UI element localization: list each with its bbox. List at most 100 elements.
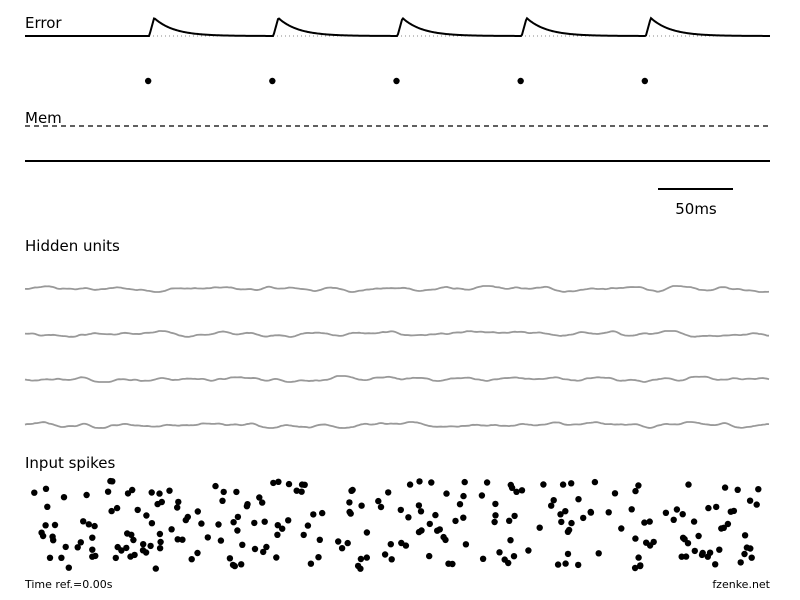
input-spike <box>397 506 404 514</box>
input-spike <box>492 500 499 508</box>
input-spike <box>402 542 410 549</box>
input-spike <box>428 479 435 486</box>
input-spike <box>554 561 562 568</box>
error-trace <box>25 16 771 37</box>
scale-bar: 50ms <box>658 188 733 218</box>
input-spike <box>89 546 96 553</box>
input-spike <box>108 507 115 515</box>
input-spike <box>304 522 312 529</box>
input-spike <box>188 556 195 563</box>
input-spike <box>156 530 164 538</box>
input-spike <box>436 526 443 533</box>
input-spike <box>635 554 642 561</box>
input-spike <box>506 517 513 524</box>
input-spike <box>44 503 51 510</box>
input-spike <box>737 559 744 566</box>
target-spike-marker <box>144 77 152 85</box>
hidden-unit-trace <box>24 421 770 429</box>
input-spike <box>127 553 134 560</box>
input-spike <box>432 511 439 519</box>
input-spike <box>385 489 392 496</box>
input-spike <box>449 560 456 568</box>
input-spike <box>226 555 234 562</box>
input-spike <box>77 539 85 546</box>
input-spike <box>685 481 692 488</box>
input-spike <box>124 490 132 497</box>
input-spike <box>148 520 156 527</box>
input-spike <box>460 492 467 500</box>
input-spike <box>748 554 755 561</box>
input-spike <box>152 565 159 572</box>
hidden-unit-trace <box>24 375 770 383</box>
input-spike <box>511 512 518 520</box>
input-spike <box>298 481 306 488</box>
input-spike <box>154 500 161 508</box>
input-spike <box>233 488 240 496</box>
input-spike <box>143 512 150 519</box>
input-spikes-label: Input spikes <box>25 454 115 472</box>
input-spike <box>124 530 131 537</box>
input-spike <box>558 518 565 526</box>
input-spike <box>85 521 93 528</box>
input-spike <box>279 525 286 532</box>
input-spike <box>536 524 543 531</box>
input-spike <box>46 554 54 561</box>
input-spike <box>31 489 38 496</box>
input-spike <box>405 514 412 521</box>
input-spike <box>478 492 486 499</box>
input-spike <box>491 518 498 526</box>
input-spike <box>300 531 307 539</box>
input-spike <box>377 503 385 511</box>
input-spike <box>540 481 547 488</box>
mem-panel <box>25 125 770 162</box>
error-panel <box>25 16 771 37</box>
input-spike <box>107 477 114 485</box>
input-spike <box>479 555 487 562</box>
input-spike <box>699 549 706 557</box>
input-spike <box>168 526 175 533</box>
input-spike <box>234 527 241 534</box>
input-spike <box>456 501 464 508</box>
input-spike <box>755 486 762 493</box>
input-spike <box>460 514 467 521</box>
input-spike <box>217 537 225 544</box>
input-spike <box>357 555 365 563</box>
input-spike <box>568 480 575 487</box>
input-spike <box>705 504 712 512</box>
input-spike <box>417 508 425 515</box>
input-spike <box>507 537 514 544</box>
input-spike <box>83 491 90 499</box>
time-reference-label: Time ref.=0.00s <box>24 578 113 591</box>
input-spike <box>156 490 163 497</box>
input-spike <box>418 527 425 534</box>
input-spike <box>140 541 147 548</box>
input-spike <box>204 534 211 541</box>
hidden-unit-trace <box>24 330 770 338</box>
input-spike <box>238 561 245 568</box>
input-spike <box>174 504 181 511</box>
input-spike <box>274 522 281 529</box>
input-spike <box>358 502 365 509</box>
input-spike <box>198 520 205 527</box>
input-spike <box>443 490 450 497</box>
input-spike <box>691 547 698 555</box>
input-spike <box>310 511 317 518</box>
input-spikes-raster <box>31 477 762 572</box>
scale-bar-label: 50ms <box>675 200 717 218</box>
input-spike <box>461 478 468 486</box>
input-spike <box>746 497 754 504</box>
input-spike <box>179 536 186 543</box>
input-spike <box>618 525 625 532</box>
error-panel-label: Error <box>25 14 62 32</box>
input-spike <box>112 554 120 562</box>
input-spike <box>259 499 266 506</box>
target-spike-marker <box>641 77 649 85</box>
input-spike <box>104 488 112 495</box>
input-spike <box>673 506 681 513</box>
input-spike <box>637 562 644 569</box>
input-spike <box>559 481 567 488</box>
input-spike <box>381 551 389 558</box>
target-spike-marker <box>393 77 400 85</box>
input-spike <box>234 513 242 521</box>
